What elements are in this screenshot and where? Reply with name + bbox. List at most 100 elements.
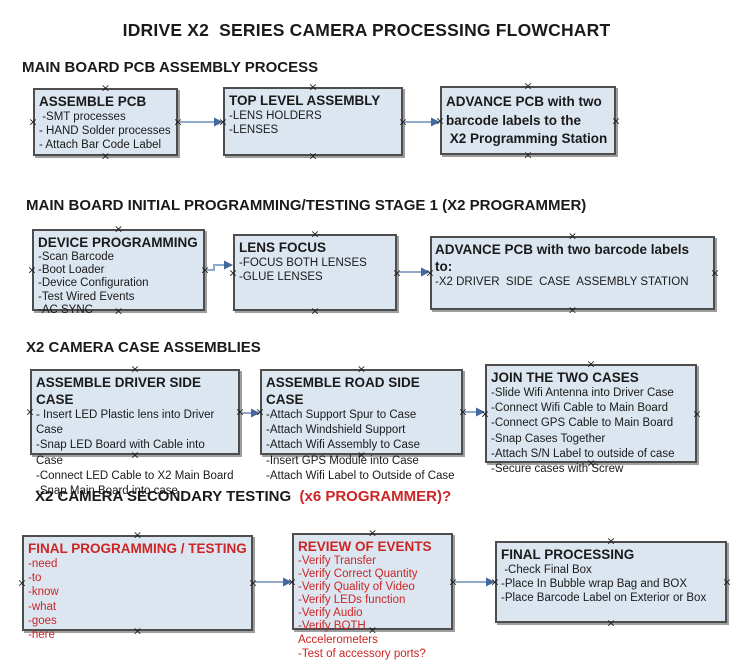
connector-handle-icon: ×	[130, 448, 140, 462]
arrow-r4b-to-r4c	[454, 577, 495, 587]
flow-box-item: -Verify Transfer	[298, 555, 376, 567]
connector-handle-icon: ×	[367, 526, 378, 540]
connector-handle-icon: ×	[567, 229, 578, 243]
connector-handle-icon: ×	[392, 266, 402, 279]
flow-box-item: -Verify Audio	[298, 607, 363, 620]
flow-box-header: ASSEMBLE DRIVER SIDE CASE	[36, 375, 205, 407]
page-title: IDRIVE X2 SERIES CAMERA PROCESSING FLOWC…	[122, 20, 611, 40]
arrow-r4a-to-r4b	[254, 577, 292, 587]
flow-box-top-level-assembly: TOP LEVEL ASSEMBLY -LENS HOLDERS -LENSES	[223, 87, 403, 156]
connector-handle-icon: ×	[448, 575, 458, 588]
flow-box-item: -Attach Wifi Assembly to Case	[266, 439, 421, 452]
flow-box-item: -Place Barcode Label on Exterior or Box	[501, 592, 707, 605]
flow-box-item: -goes	[28, 614, 57, 627]
flow-box-item: -LENS HOLDERS	[229, 110, 322, 122]
flow-box-item: -Connect Wifi Cable to Main Board	[491, 402, 669, 415]
flow-box-assemble-driver-side-case: ASSEMBLE DRIVER SIDE CASE - Insert LED P…	[30, 369, 240, 497]
flow-box-header: ASSEMBLE PCB	[39, 94, 147, 109]
connector-handle-icon: ×	[523, 148, 533, 162]
flow-box-device-programming: DEVICE PROGRAMMING -Scan Barcode -Boot L…	[32, 229, 205, 316]
arrow-r1a-to-r1b	[179, 117, 223, 127]
flow-box-final-programming-testing: FINAL PROGRAMMING / TESTING -need -to -k…	[22, 535, 253, 641]
flow-box-overflow-item: -Test of accessory ports?	[298, 647, 426, 660]
connector-handle-icon: ×	[722, 575, 732, 589]
connector-handle-icon: ×	[100, 81, 111, 95]
section-heading-secondary-testing: X2 CAMERA SECONDARY TESTING (x6 PROGRAMM…	[35, 488, 451, 505]
flow-box-header: ASSEMBLE ROAD SIDE CASE	[266, 375, 424, 407]
flow-box-header: DEVICE PROGRAMMING	[38, 235, 198, 250]
flow-box-assemble-pcb: ASSEMBLE PCB -SMT processes - HAND Solde…	[33, 88, 178, 156]
flow-box-item: -Verify LEDs function	[298, 594, 406, 607]
flow-box-header: REVIEW OF EVENTS	[298, 539, 432, 554]
flow-box-item: -Attach Windshield Support	[266, 424, 406, 437]
flow-box-item: -Snap Cases Together	[491, 432, 606, 445]
connector-handle-icon: ×	[173, 115, 183, 129]
flow-box-item: -X2 DRIVER SIDE CASE ASSEMBLY STATION	[435, 276, 689, 288]
section-heading-red-part: (x6 PROGRAMMER)?	[299, 488, 452, 505]
flow-box-final-processing: FINAL PROCESSING -Check Final Box -Place…	[495, 541, 727, 623]
flow-box-item: -SMT processes	[39, 111, 126, 123]
connector-handle-icon: ×	[310, 227, 320, 241]
connector-handle-icon: ×	[287, 575, 297, 588]
section-heading-black-part: X2 CAMERA SECONDARY TESTING	[35, 488, 300, 505]
connector-handle-icon: ×	[248, 576, 258, 590]
connector-handle-icon: ×	[606, 534, 616, 548]
flow-box-item: -Place In Bubble wrap Bag and BOX	[501, 578, 688, 591]
flow-box-item: -AC SYNC	[38, 303, 93, 316]
flow-box-item: -know	[28, 586, 59, 599]
connector-handle-icon: ×	[586, 456, 596, 470]
flow-box-item: -LENSES	[229, 124, 279, 137]
flow-box-header: LENS FOCUS	[239, 240, 327, 255]
flow-box-item: -here	[28, 629, 55, 642]
connector-handle-icon: ×	[710, 266, 720, 280]
connector-handle-icon: ×	[235, 405, 245, 419]
connector-handle-icon: ×	[692, 407, 702, 420]
flow-box-lens-focus: LENS FOCUS -FOCUS BOTH LENSES -GLUE LENS…	[233, 234, 397, 311]
flow-box-item: -Scan Barcode	[38, 251, 115, 263]
flow-box-item: -Insert GPS Module into Case	[266, 454, 419, 467]
flow-box-item: -Attach S/N Label to outside of case	[491, 447, 675, 460]
flow-box-header: JOIN THE TWO CASES	[491, 370, 639, 385]
flow-box-item: -Snap Main Board into case	[36, 485, 178, 498]
flow-box-item: -Attach Support Spur to Case	[266, 409, 417, 421]
flow-box-item: -GLUE LENSES	[239, 271, 323, 284]
connector-handle-icon: ×	[458, 405, 468, 419]
connector-handle-icon: ×	[367, 623, 378, 637]
connector-handle-icon: ×	[435, 114, 445, 127]
flow-box-item: -need	[28, 558, 58, 570]
flow-box-item: -Slide Wifi Antenna into Driver Case	[491, 387, 674, 399]
connector-handle-icon: ×	[200, 263, 210, 277]
section-heading-pcb-assembly: MAIN BOARD PCB ASSEMBLY PROCESS	[22, 59, 319, 76]
connector-handle-icon: ×	[398, 115, 408, 128]
connector-handle-icon: ×	[25, 405, 35, 419]
connector-handle-icon: ×	[17, 576, 27, 590]
flow-box-item: - Attach Bar Code Label	[39, 139, 162, 152]
flow-box-advance-to-driver-side-station: ADVANCE PCB with two barcode labels to: …	[430, 236, 715, 310]
connector-handle-icon: ×	[356, 448, 367, 462]
connector-handle-icon: ×	[132, 528, 143, 542]
connector-handle-icon: ×	[130, 362, 140, 376]
flow-box-item: -Verify BOTH Accelerometers	[298, 620, 378, 646]
flow-box-item: -what	[28, 600, 57, 613]
flow-box-item: -Snap LED Board with Cable into Case	[36, 439, 208, 467]
section-heading-initial-programming: MAIN BOARD INITIAL PROGRAMMING/TESTING S…	[26, 197, 587, 214]
connector-handle-icon: ×	[113, 304, 124, 318]
section-heading-case-assemblies: X2 CAMERA CASE ASSEMBLIES	[26, 339, 261, 356]
connector-handle-icon: ×	[425, 266, 435, 280]
flow-box-item: -Connect LED Cable to X2 Main Board	[36, 469, 234, 482]
connector-handle-icon: ×	[28, 115, 38, 129]
connector-handle-icon: ×	[586, 357, 596, 371]
connector-handle-icon: ×	[27, 263, 37, 277]
flow-box-header: ADVANCE PCB with two barcode labels to:	[435, 242, 693, 274]
flow-box-item: -Boot Loader	[38, 264, 105, 277]
connector-handle-icon: ×	[113, 222, 124, 236]
flow-box-item: -to	[28, 572, 42, 585]
connector-handle-icon: ×	[611, 114, 621, 127]
flow-box-header: FINAL PROCESSING	[501, 547, 635, 562]
flow-box-item: -Check Final Box	[501, 564, 592, 576]
connector-handle-icon: ×	[310, 304, 320, 318]
flow-box-item: -Secure cases with Screw	[491, 463, 624, 476]
flow-box-item: -FOCUS BOTH LENSES	[239, 257, 367, 269]
flow-box-item: -Attach Wifi Label to Outside of Case	[266, 469, 455, 482]
